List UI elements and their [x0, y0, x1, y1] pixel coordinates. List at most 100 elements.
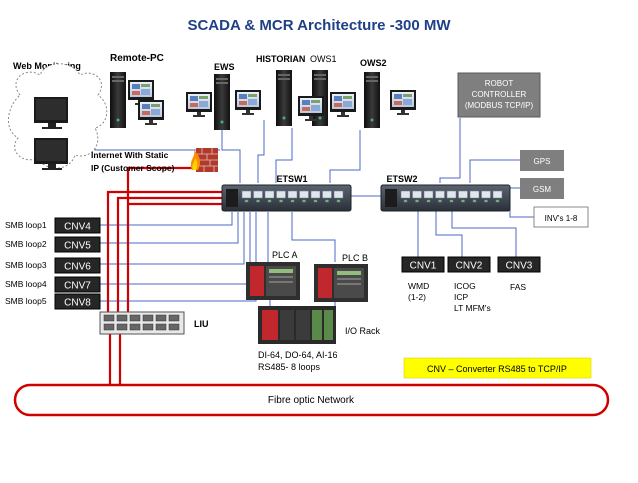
fibre-network: Fibre optic Network: [13, 383, 610, 417]
web-monitoring-group: Web Monitoring: [8, 61, 108, 170]
gps-box: GPS: [520, 150, 564, 171]
gps-label: GPS: [534, 157, 551, 166]
historian-label: HISTORIAN: [256, 54, 305, 64]
port-led: [336, 199, 341, 203]
switch-port: [481, 190, 491, 199]
plc-b-icon: [314, 264, 368, 302]
cnv-box-7: CNV7: [54, 276, 101, 293]
ows2-tower-icon: [364, 72, 380, 128]
internet-label-line-2: IP (Customer Scope): [91, 163, 175, 173]
port-led: [472, 199, 477, 203]
robot-line-2: CONTROLLER: [472, 90, 527, 99]
port-led: [484, 199, 488, 203]
liu-port: [168, 314, 180, 322]
ows2-monitor-icon: [390, 90, 416, 115]
switch-port: [264, 190, 275, 199]
plc-a-icon: [246, 262, 300, 300]
legend-box: CNV – Converter RS485 to TCP/IP: [403, 357, 592, 379]
ows1-monitor-icon-2: [330, 92, 356, 117]
cnv-sub-label: (1-2): [408, 292, 426, 302]
liu-port: [155, 314, 167, 322]
cnv-label: CNV8: [64, 298, 91, 309]
fibre-links: [106, 166, 222, 385]
liu-port: [155, 323, 167, 331]
io-spec-line-1: DI-64, DO-64, AI-16: [258, 350, 338, 360]
port-led: [267, 199, 272, 203]
etsw1-label: ETSW1: [276, 174, 307, 184]
port-led: [438, 199, 442, 203]
cnv-sub-label: LT MFM's: [454, 303, 491, 313]
liu-port: [129, 314, 141, 322]
port-led: [256, 199, 260, 203]
switch-port: [458, 190, 468, 199]
liu-port: [142, 314, 154, 322]
remote-pc-tower-icon: [110, 72, 126, 128]
switch-port: [333, 190, 344, 199]
ews-tower-icon: [214, 74, 230, 130]
remote-pc-label: Remote-PC: [110, 53, 164, 64]
robot-line-1: ROBOT: [485, 79, 514, 88]
smb-loop-label: SMB loop5: [5, 296, 47, 306]
plc-a-group: PLC A: [246, 250, 300, 300]
ows2-label: OWS2: [360, 58, 387, 68]
port-led: [290, 199, 295, 203]
port-led: [302, 199, 306, 203]
switch-port: [253, 190, 263, 199]
remote-pc-monitor-icon-2: [138, 100, 164, 125]
switch-port: [423, 190, 434, 199]
cnv-box-5: CNV5: [54, 236, 101, 253]
switch-port: [241, 190, 252, 199]
switch-port: [446, 190, 457, 199]
cnv-label: CNV2: [456, 261, 483, 272]
ows1-group: OWS1: [298, 54, 356, 126]
ews-label: EWS: [214, 62, 235, 72]
io-spec-line-2: RS485- 8 loops: [258, 362, 321, 372]
io-rack-label: I/O Rack: [345, 326, 381, 336]
robot-line-3: (MODBUS TCP/IP): [465, 101, 534, 110]
switch-port: [276, 190, 286, 199]
ews-monitor-icon: [186, 92, 212, 117]
plc-b-group: PLC B: [314, 253, 368, 302]
historian-tower-icon: [276, 70, 292, 126]
switch-port: [287, 190, 298, 199]
plc-b-label: PLC B: [342, 253, 368, 263]
switch-port: [412, 190, 422, 199]
port-led: [244, 199, 249, 203]
fibre-label: Fibre optic Network: [268, 395, 355, 406]
switch-port: [469, 190, 480, 199]
cnv-sub-label: FAS: [510, 282, 526, 292]
cnv-label: CNV5: [64, 241, 91, 252]
cnv-sub-label: WMD: [408, 281, 429, 291]
etsw2-switch: ETSW2: [380, 174, 511, 212]
etsw2-label: ETSW2: [386, 174, 417, 184]
liu-label: LIU: [194, 319, 209, 329]
liu-port: [116, 314, 128, 322]
gsm-box: GSM: [520, 178, 564, 199]
cnv-box-8: CNV8: [54, 293, 101, 310]
cnv-box-4: CNV4: [54, 217, 101, 234]
liu-port: [142, 323, 154, 331]
port-led: [495, 199, 500, 203]
internet-group: Internet With Static IP (Customer Scope): [91, 148, 218, 173]
cnv-label: CNV6: [64, 262, 91, 273]
legend-text: CNV – Converter RS485 to TCP/IP: [427, 364, 567, 374]
plc-a-label: PLC A: [272, 250, 298, 260]
smb-loop-label: SMB loop4: [5, 279, 47, 289]
port-led: [415, 199, 419, 203]
port-led: [461, 199, 465, 203]
liu-port: [129, 323, 141, 331]
port-led: [313, 199, 318, 203]
historian-group: HISTORIAN: [256, 54, 305, 126]
firewall-icon: [190, 148, 218, 172]
cnv-label: CNV1: [410, 261, 437, 272]
ews-group: EWS: [186, 62, 261, 130]
switch-port: [492, 190, 503, 199]
io-rack-icon: [258, 306, 336, 344]
